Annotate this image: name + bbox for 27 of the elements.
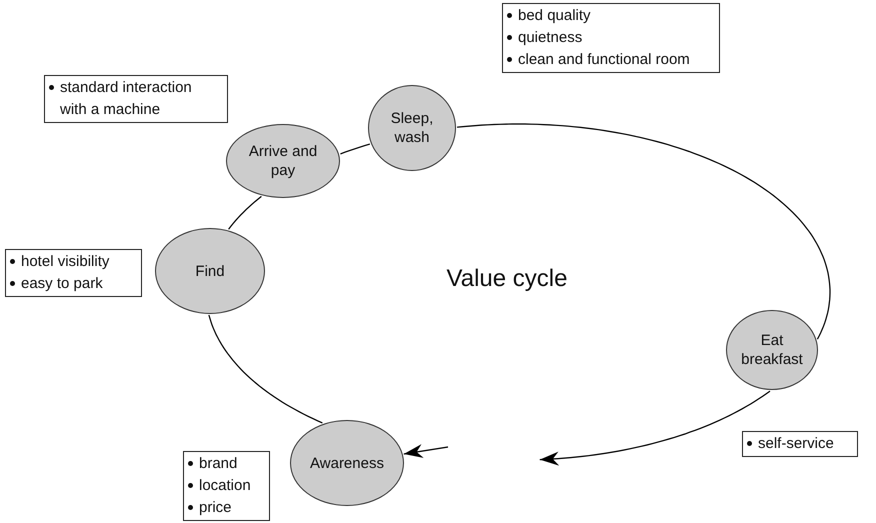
bullet-text: self-service bbox=[758, 434, 834, 454]
note-card bbox=[183, 451, 270, 521]
note-card bbox=[742, 431, 858, 457]
note-card bbox=[44, 75, 228, 123]
stage-label: Find bbox=[195, 262, 225, 280]
note-card bbox=[502, 3, 720, 73]
bullet-text: easy to park bbox=[21, 274, 103, 294]
bullet-text: price bbox=[199, 498, 232, 518]
stage-label: Sleep, wash bbox=[390, 109, 434, 147]
bullet-text: quietness bbox=[518, 28, 582, 48]
cycle-line bbox=[208, 314, 323, 424]
cycle-line bbox=[456, 123, 831, 340]
arrow bbox=[540, 390, 770, 466]
bullet-text: brand bbox=[199, 454, 238, 474]
arrow bbox=[404, 444, 448, 458]
bullet-text: location bbox=[199, 476, 251, 496]
bullet-text: bed quality bbox=[518, 6, 591, 26]
diagram-label: Value cycle bbox=[446, 265, 568, 293]
stage-label: Awareness bbox=[310, 454, 384, 472]
bullet-text: clean and functional room bbox=[518, 50, 690, 70]
note-card bbox=[5, 249, 142, 297]
stage-label: Eat breakfast bbox=[740, 331, 804, 369]
stage-label: Arrive and pay bbox=[248, 142, 318, 180]
bullet-text: hotel visibility bbox=[21, 252, 110, 272]
cycle-line bbox=[228, 196, 262, 230]
bullet-text: standard interaction with a machine bbox=[60, 78, 193, 120]
cycle-line bbox=[340, 144, 370, 154]
